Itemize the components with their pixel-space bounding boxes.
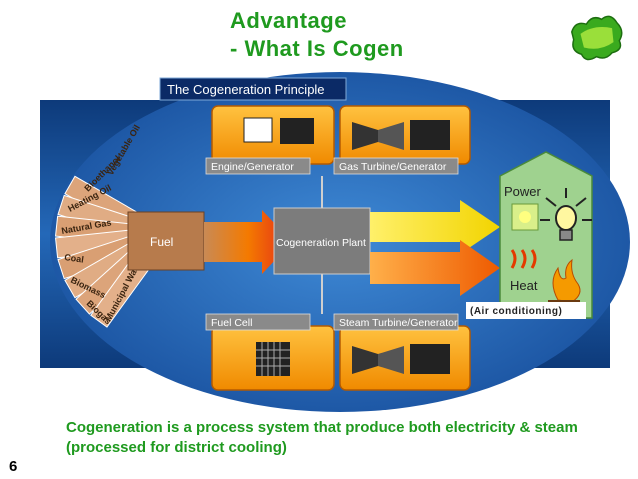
slide-subtitle: - What Is Cogen: [230, 36, 404, 61]
fuel-fan: Vegetable Oil Bioethanol Heating Oil Nat…: [54, 123, 161, 328]
cogeneration-diagram: The Cogeneration Principle Vegetable Oil…: [40, 72, 630, 412]
page-number: 6: [9, 458, 18, 475]
unit-label: Gas Turbine/Generator: [339, 161, 447, 173]
engine-generator-unit: Engine/Generator: [205, 105, 335, 175]
light-bulb-icon: [540, 188, 592, 241]
fuel-cell-unit: Fuel Cell: [205, 313, 335, 391]
air-note-box: [466, 302, 586, 319]
steam-turbine-unit: Steam Turbine/Generator: [333, 313, 471, 391]
go-green-logo: [571, 15, 623, 61]
air-note: (Air conditioning): [470, 306, 562, 317]
heat-label: Heat: [510, 278, 538, 293]
fuel-name: Coal: [64, 252, 85, 265]
fuel-label: Fuel: [150, 235, 173, 249]
caption-text: Cogeneration is a process system that pr…: [66, 419, 578, 456]
gas-turbine-unit: Gas Turbine/Generator: [333, 105, 471, 175]
diagram-header: The Cogeneration Principle: [167, 82, 325, 97]
fuel-arrow: [204, 210, 292, 274]
unit-label: Fuel Cell: [211, 317, 252, 329]
power-label: Power: [504, 184, 542, 199]
unit-label: Engine/Generator: [211, 161, 294, 173]
power-arrow: [370, 200, 500, 254]
slide-title: Advantage: [230, 8, 347, 33]
diagram-header-box: [159, 77, 347, 101]
fuel-box: [127, 211, 205, 271]
plant-label: Cogeneration Plant: [276, 237, 366, 249]
unit-label: Steam Turbine/Generator: [339, 317, 458, 329]
heat-arrow: [370, 240, 500, 296]
